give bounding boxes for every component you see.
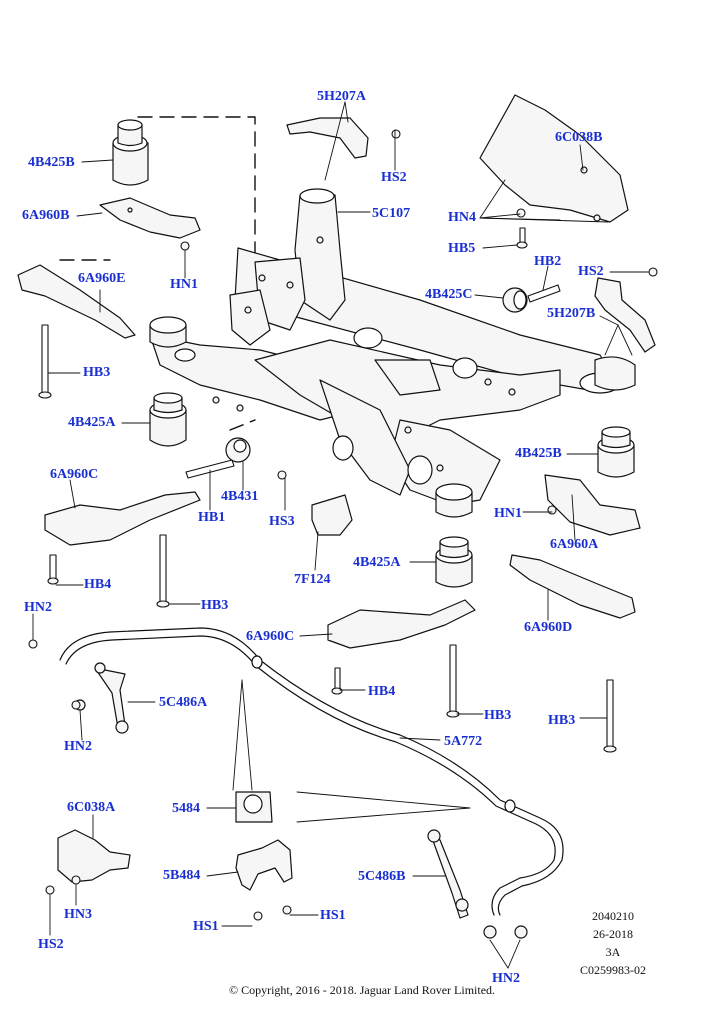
callout-4B425C[interactable]: 4B425C [425,287,473,302]
diagram-date: 26-2018 [593,927,633,941]
callout-HS2-bottom[interactable]: HS2 [38,937,64,952]
callout-6A960A[interactable]: 6A960A [550,537,599,552]
callout-4B425B-right[interactable]: 4B425B [515,446,562,461]
plate-6A960B [99,197,201,239]
callout-5H207B[interactable]: 5H207B [547,306,596,321]
diagram-reference: C0259983-02 [580,963,646,977]
callout-6A960C-mid[interactable]: 6A960C [246,629,295,644]
callout-HN1-top[interactable]: HN1 [170,277,198,292]
callout-5C107[interactable]: 5C107 [372,206,411,221]
callout-HN3[interactable]: HN3 [64,907,92,922]
callout-HS2-right[interactable]: HS2 [578,264,604,279]
plate-6A960C-mid [327,599,476,649]
bush-4B425C [502,287,528,313]
callout-5C486B[interactable]: 5C486B [358,869,406,884]
callout-6C038A[interactable]: 6C038A [67,800,116,815]
plate-6A960C-left [44,491,201,546]
bracket-5H207B [594,277,656,353]
plate-6A960E [17,264,136,339]
bush-4B425A-mid [435,536,473,588]
stab-clamp-5B484 [235,839,293,891]
copyright-notice: © Copyright, 2016 - 2018. Jaguar Land Ro… [228,983,496,997]
callout-6A960B[interactable]: 6A960B [22,208,70,223]
bush-4B431 [225,437,251,463]
callout-4B425A-mid[interactable]: 4B425A [353,555,401,570]
diagram-code: 2040210 [592,909,634,923]
callout-HS1-right[interactable]: HS1 [320,908,346,923]
dashed-group-box [59,116,256,431]
diagram-revision: 3A [605,945,621,959]
callout-HB1[interactable]: HB1 [198,510,226,525]
callout-HB4-left[interactable]: HB4 [84,577,112,592]
bracket-6C038A [57,829,131,883]
bush-subframe-center [435,483,473,518]
drop-link-5C486B [427,829,528,939]
callout-HB3-right[interactable]: HB3 [548,713,576,728]
callout-4B425A-left[interactable]: 4B425A [68,415,116,430]
callout-7F124[interactable]: 7F124 [294,572,331,587]
callout-HN2-left[interactable]: HN2 [24,600,52,615]
callout-HB4-mid[interactable]: HB4 [368,684,396,699]
plate-6A960A [544,474,641,536]
bush-4B425A-top-left [149,316,187,348]
callout-HN4[interactable]: HN4 [448,210,476,225]
callout-HN1-right[interactable]: HN1 [494,506,522,521]
callout-6A960E[interactable]: 6A960E [78,271,126,286]
callout-6A960D[interactable]: 6A960D [524,620,573,635]
fasteners [28,129,658,921]
anti-roll-bar-5A772 [59,627,564,916]
callout-HN2-left2[interactable]: HN2 [64,739,92,754]
callout-HB2[interactable]: HB2 [534,254,562,269]
stab-bush-5484 [235,791,273,823]
bush-4B425B-top [112,119,149,186]
callout-HB5[interactable]: HB5 [448,241,476,256]
callout-4B425B-top[interactable]: 4B425B [28,155,75,170]
callout-HS1-left[interactable]: HS1 [193,919,219,934]
callout-5A772[interactable]: 5A772 [444,734,483,749]
drop-link-5C486A [74,662,129,734]
callout-4B431[interactable]: 4B431 [221,489,259,504]
plate-6A960D [509,554,636,619]
leader-lines [32,101,649,969]
callout-5H207A-top[interactable]: 5H207A [317,89,366,104]
callout-6C038B[interactable]: 6C038B [555,130,603,145]
callout-5484[interactable]: 5484 [172,801,200,816]
rear-subframe [149,188,636,506]
callout-HS2-top[interactable]: HS2 [381,170,407,185]
callout-5B484[interactable]: 5B484 [163,868,201,883]
callout-5C486A[interactable]: 5C486A [159,695,208,710]
bracket-7F124 [311,494,353,536]
bracket-5H207A [286,117,369,159]
bush-4B425B-right [597,426,635,478]
callout-HS3[interactable]: HS3 [269,514,295,529]
callout-HB3-mid[interactable]: HB3 [201,598,229,613]
shield-6C038B [479,94,629,223]
callout-HN2-bottom[interactable]: HN2 [492,971,520,986]
callout-HB3-left[interactable]: HB3 [83,365,111,380]
bush-4B425A-left [149,392,187,447]
callout-6A960C-left[interactable]: 6A960C [50,467,99,482]
callout-HB3-center[interactable]: HB3 [484,708,512,723]
